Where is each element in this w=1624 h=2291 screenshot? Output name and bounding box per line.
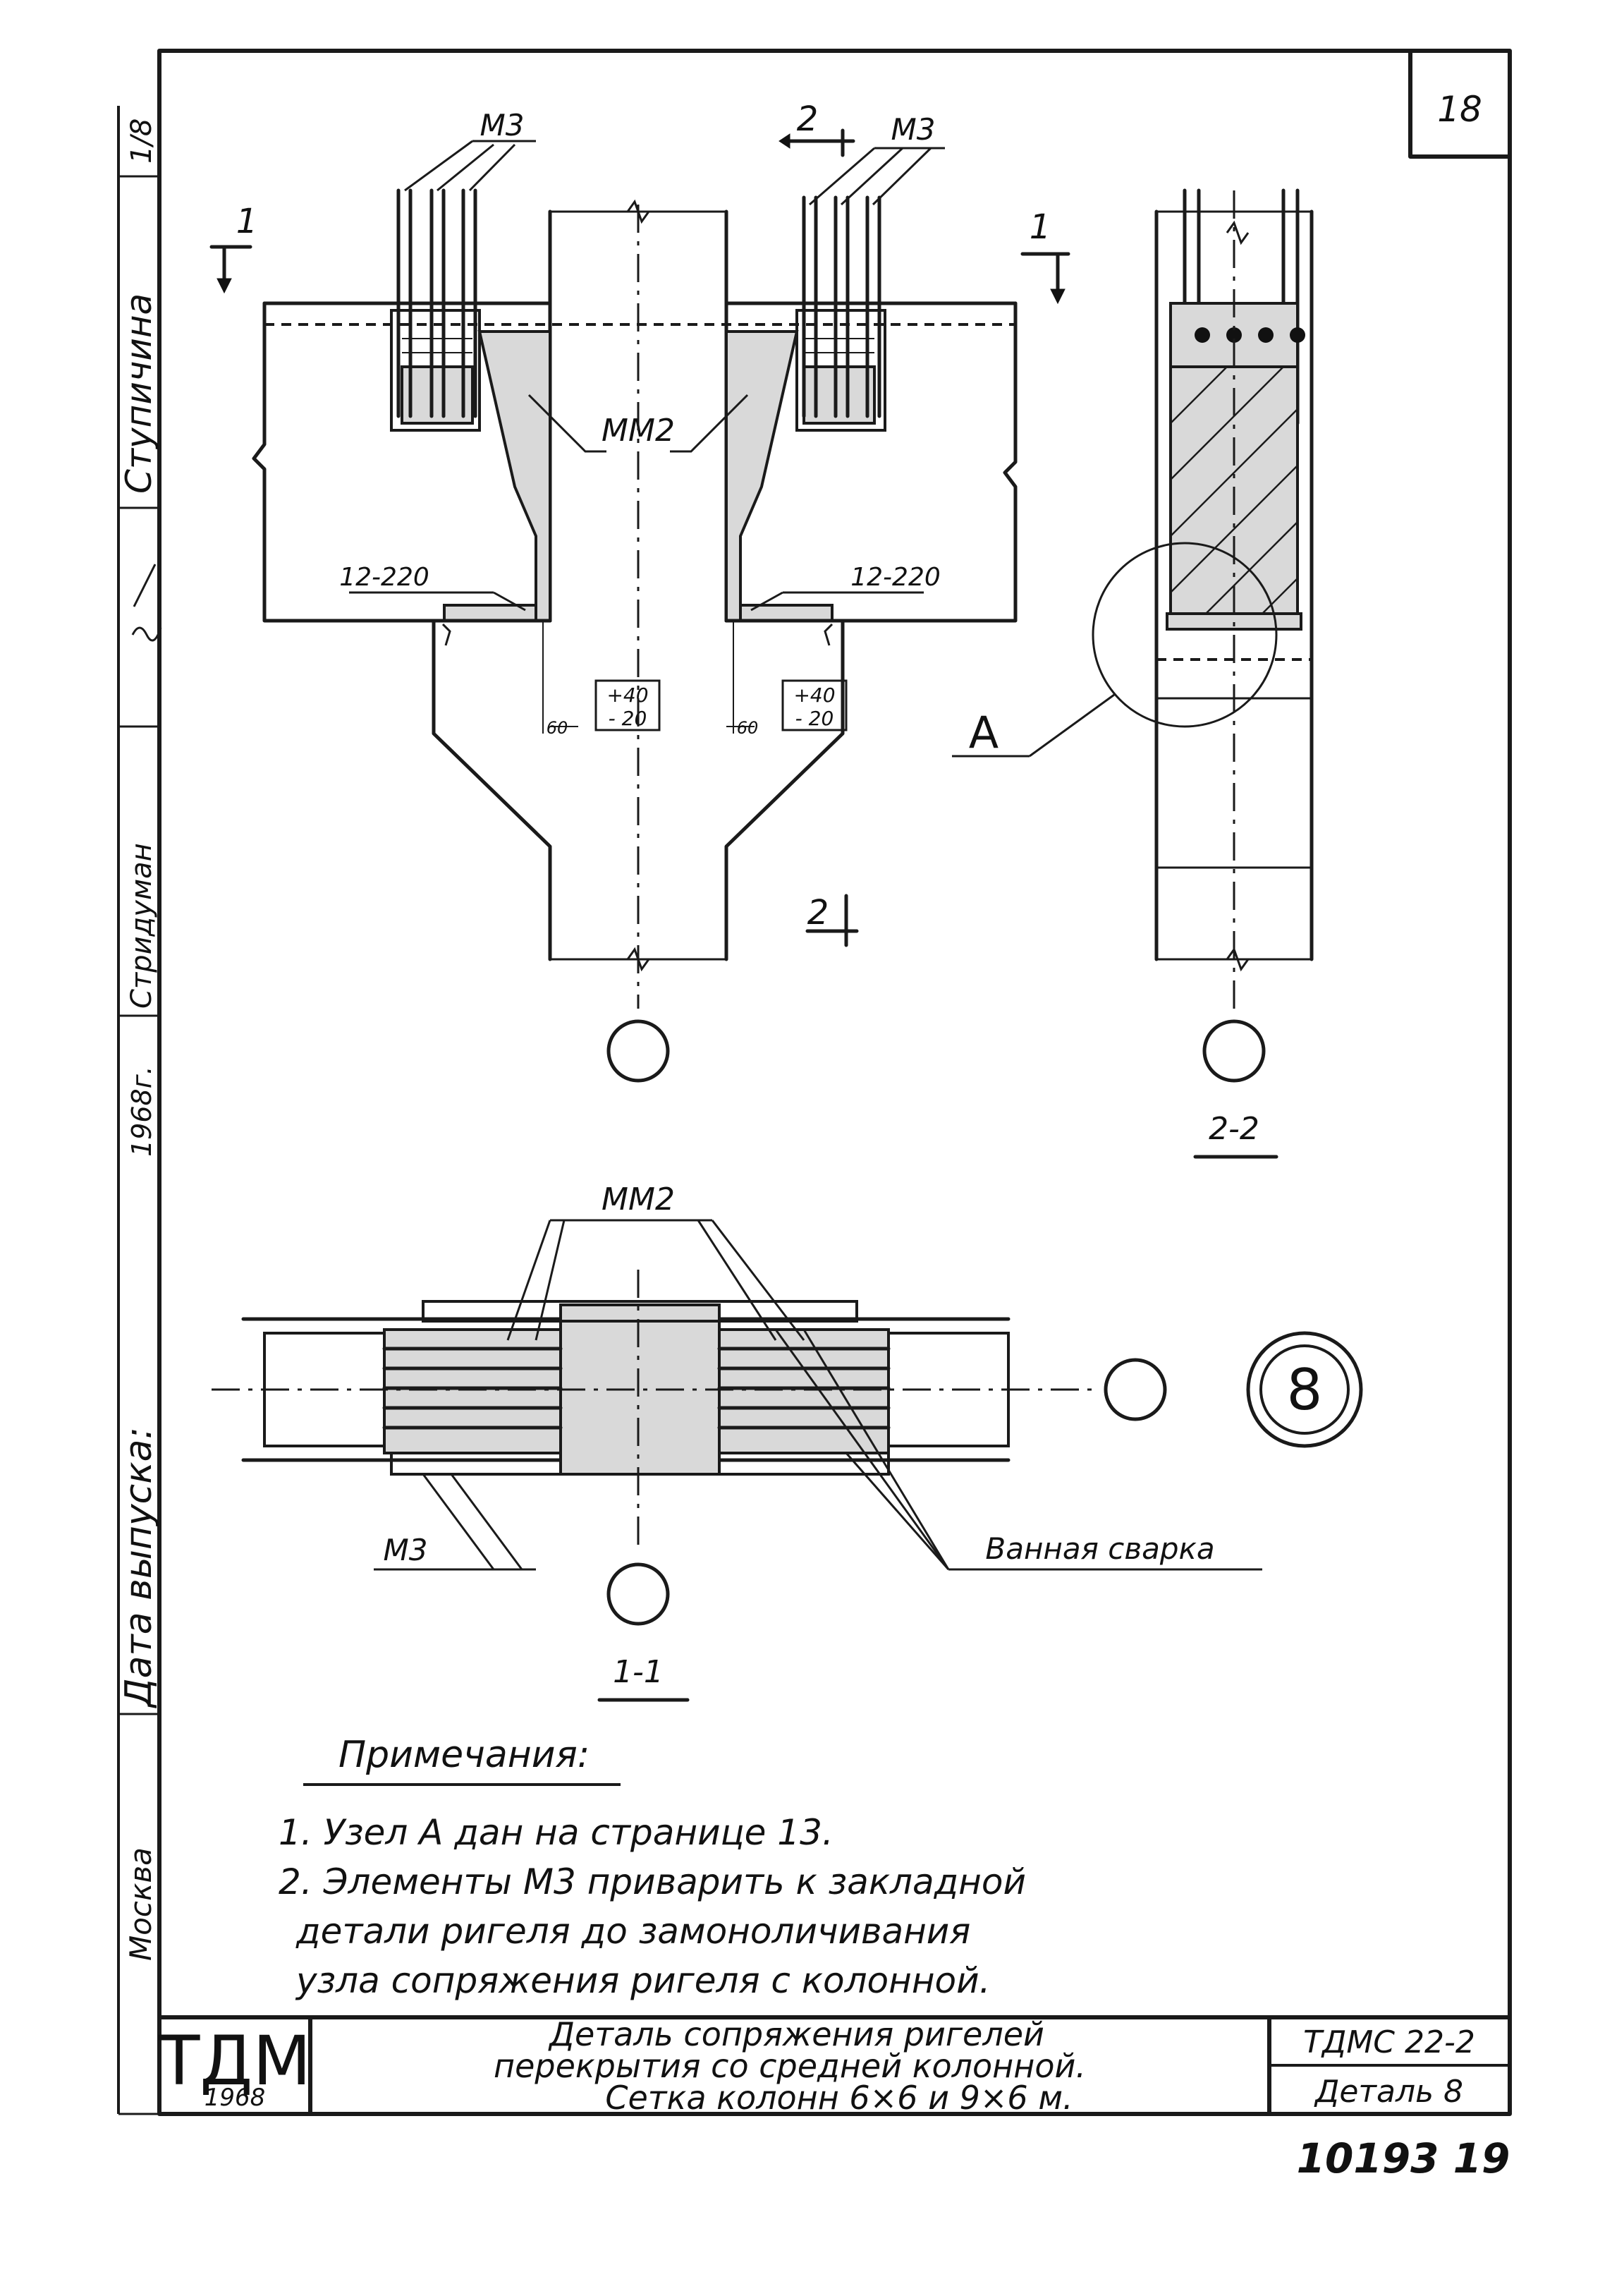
archive-number: 10193 19	[1297, 2134, 1510, 2182]
label-node-a: А	[969, 707, 999, 758]
detail-number-outer-circle	[1246, 1331, 1363, 1448]
note-line-1: 1. Узел А дан на странице 13.	[279, 1812, 834, 1853]
label-mm2-plan: ММ2	[602, 1181, 675, 1217]
node-a-circle	[1092, 542, 1278, 728]
notes-heading: Примечания:	[338, 1734, 590, 1776]
label-tol-right-minus: - 20	[795, 707, 834, 730]
margin-stamp-checked: Стридуман	[126, 843, 158, 1009]
section-mark-1-left: 1	[209, 202, 258, 294]
margin-stamp-author: Ступичина	[118, 293, 159, 494]
label-tol-left-plus: +40	[606, 683, 648, 707]
title-line-2: перекрытия со средней колонной.	[494, 2047, 1086, 2085]
section-mark-2-bottom-label: 2	[807, 893, 829, 932]
section-1-1-title: 1-1	[613, 1654, 664, 1690]
page-number: 18	[1437, 89, 1482, 130]
detail-number-inner-circle	[1259, 1344, 1350, 1435]
notes-block: Примечания: 1. Узел А дан на странице 13…	[279, 1734, 1026, 2001]
note-line-3: детали ригеля до замоноличивания	[295, 1911, 970, 1952]
section-2-2-title: 2-2	[1209, 1111, 1259, 1147]
label-bath-weld: Ванная сварка	[985, 1531, 1214, 1566]
margin-stamp-city: Москва	[123, 1847, 158, 1961]
title-block-series: ТДМС 22-2	[1303, 2024, 1475, 2060]
section-mark-2-bottom: 2	[805, 893, 859, 947]
label-dim-left: 60	[547, 718, 568, 738]
section-mark-2-top: 2	[779, 99, 855, 157]
title-line-3: Сетка колонн 6×6 и 9×6 м.	[605, 2079, 1073, 2117]
label-rebar-left: 12-220	[339, 563, 429, 592]
note-line-4: узла сопряжения ригеля с колонной.	[295, 1960, 991, 2001]
axis-bubble-plan-vertical	[606, 1562, 670, 1626]
section-mark-1-left-label: 1	[236, 202, 258, 241]
margin-stamp-top: 1/8	[126, 119, 158, 164]
title-line-1: Деталь сопряжения ригелей	[548, 2015, 1044, 2053]
title-block-detail: Деталь 8	[1314, 2074, 1463, 2110]
margin-stamps: 1/8 Ступичина Стридуман 1968г. Дата выпу…	[118, 119, 162, 1961]
note-line-2: 2. Элементы М3 приварить к закладной	[279, 1861, 1026, 1902]
section-2-2-hatch	[1170, 366, 1298, 614]
left-embedded-block: М3	[390, 108, 536, 432]
label-m3-top-right: М3	[891, 112, 936, 147]
elevation-view: М3 М3 ММ2 12-220	[209, 99, 1070, 1083]
label-rebar-right: 12-220	[850, 563, 941, 592]
sheet-frame	[117, 49, 1512, 2116]
section-mark-1-right: 1	[1020, 207, 1070, 305]
section-mark-2-top-label: 2	[797, 99, 819, 139]
axis-bubble-section-2-2	[1202, 1019, 1266, 1083]
plan-1-1-view: ММ2 М3 Ванная сварка 8 1-1	[212, 1181, 1363, 1702]
margin-stamp-year: 1968г.	[126, 1066, 157, 1157]
axis-bubble-elevation	[606, 1019, 670, 1083]
title-block-org: ТДМ	[158, 2022, 311, 2101]
right-embedded-block: М3	[795, 112, 945, 432]
section-mark-1-right-label: 1	[1030, 207, 1051, 247]
label-m3-top-left: М3	[480, 108, 525, 142]
title-block: ТДМ 1968 Деталь сопряжения ригелей перек…	[157, 2015, 1512, 2117]
label-detail-number: 8	[1287, 1357, 1323, 1423]
label-m3-plan: М3	[384, 1533, 428, 1567]
axis-bubble-plan-horizontal	[1104, 1358, 1167, 1421]
plan-rebar-lines	[382, 1347, 891, 1430]
section-2-2-view: А 2-2	[952, 188, 1314, 1159]
label-tol-left-minus: - 20	[609, 707, 647, 730]
label-dim-right: 60	[737, 718, 759, 738]
title-block-year: 1968	[204, 2084, 266, 2112]
label-tol-right-plus: +40	[793, 683, 835, 707]
margin-stamp-release-date: Дата выпуска:	[118, 1427, 160, 1708]
page-number-box: 18	[1408, 49, 1512, 159]
